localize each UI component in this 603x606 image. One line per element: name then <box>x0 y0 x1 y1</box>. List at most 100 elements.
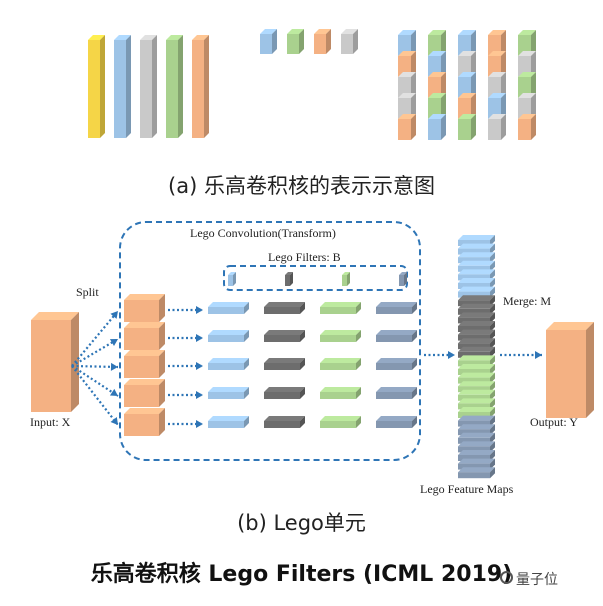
lego-filter-b-1 <box>228 272 236 286</box>
feature-map-4-4-side <box>490 441 495 453</box>
feature-map-3-7-top <box>458 407 495 412</box>
assembled-filter-5-1-top <box>518 30 536 35</box>
input-block <box>31 312 79 412</box>
assembled-filter-3-4 <box>458 93 476 119</box>
feature-map-3-6 <box>458 398 495 410</box>
assembled-filter-2-3-side <box>441 72 446 98</box>
split-arrow-4 <box>71 365 119 397</box>
assembled-filter-4-3-top <box>488 72 506 77</box>
feature-map-3-5 <box>458 389 495 401</box>
assembled-filter-3-2-top <box>458 51 476 56</box>
conv-slab-3-2 <box>264 358 305 370</box>
feature-map-3-2-front <box>458 369 490 375</box>
conv-slab-1-4-front <box>376 307 412 314</box>
transform-arrow-2-head <box>196 334 203 342</box>
tall-filter-5-front <box>192 40 204 138</box>
split-piece-3 <box>124 350 165 378</box>
assembled-filter-2-3-front <box>428 77 441 98</box>
lego-filter-b-2-front <box>285 275 290 286</box>
feature-map-4-3-side <box>490 432 495 444</box>
lego-piece-4-side <box>353 29 358 54</box>
lego-filters-box <box>223 265 408 291</box>
conv-slab-1-4 <box>376 302 417 314</box>
assembled-filter-5-2-side <box>531 51 536 77</box>
assembled-filter-1-2-top <box>398 51 416 56</box>
merge-out-arrow <box>500 351 542 359</box>
split-arrow-3-line <box>71 364 119 369</box>
assembled-filter-2-1-front <box>428 35 441 56</box>
feature-map-2-6-top <box>458 338 495 344</box>
feature-map-1-2-front <box>458 248 490 255</box>
tall-filter-3 <box>140 35 157 138</box>
feature-map-1-3-front <box>458 257 490 264</box>
assembled-filter-4-1-front <box>488 35 501 56</box>
conv-slab-3-2-front <box>264 363 300 370</box>
assembled-filter-3-1-front <box>458 35 471 56</box>
feature-map-1-6 <box>458 278 495 289</box>
feature-map-2-3-front <box>458 317 490 324</box>
output-label: Output: Y <box>530 415 578 429</box>
assembled-filter-5-2-top <box>518 51 536 56</box>
conv-slab-2-1 <box>208 330 249 342</box>
feature-map-3-2-top <box>458 364 495 369</box>
assembled-filter-4-3 <box>488 72 506 98</box>
feature-map-4-2 <box>458 424 495 436</box>
output-block-front <box>546 330 586 418</box>
conv-slab-5-3 <box>320 416 361 428</box>
panel-a-filter-representation <box>88 29 536 140</box>
feature-map-4-1 <box>458 415 495 427</box>
feature-map-1-6-side <box>490 278 495 289</box>
conv-slab-1-3-side <box>356 302 361 314</box>
assembled-filter-1-2-side <box>411 51 416 77</box>
feature-map-2-7 <box>458 346 495 358</box>
feature-map-4-5-front <box>458 455 490 461</box>
assembled-filter-2-2-side <box>441 51 446 77</box>
assembled-filter-1-3-front <box>398 77 411 98</box>
assembled-filter-1-4-side <box>411 93 416 119</box>
lego-filter-b-3-front <box>342 275 347 286</box>
lego-filter-b-2-side <box>290 272 293 286</box>
feature-map-1-6-top <box>458 278 495 283</box>
assembled-filter-1-3-side <box>411 72 416 98</box>
tall-filter-4 <box>166 35 183 138</box>
assembled-filter-2-2-top <box>428 51 446 56</box>
lego-piece-1-top <box>260 29 277 34</box>
conv-slab-3-3-top <box>320 358 361 363</box>
input-block-front <box>31 320 71 412</box>
conv-slab-5-3-top <box>320 416 361 421</box>
feature-map-1-2-top <box>458 243 495 249</box>
lego-filters-label: Lego Filters: B <box>268 250 341 264</box>
assembled-filter-3-5-side <box>471 114 476 140</box>
feature-map-1-2-side <box>490 243 495 255</box>
conv-slab-2-4-top <box>376 330 417 335</box>
feature-map-3-5-top <box>458 389 495 395</box>
tall-filter-3-front <box>140 40 152 138</box>
conv-slab-3-1-top <box>208 358 249 363</box>
watermark-logo-icon <box>500 571 513 584</box>
caption-a: (a) 乐高卷积核的表示示意图 <box>168 174 435 198</box>
feature-map-2-3-side <box>490 312 495 324</box>
feature-map-3-5-front <box>458 394 490 401</box>
split-piece-1-side <box>159 294 165 322</box>
conv-slab-1-4-top <box>376 302 417 307</box>
assembled-filter-2-5-top <box>428 114 446 119</box>
assembled-filter-2-4-side <box>441 93 446 119</box>
conv-slab-1-1-side <box>244 302 249 314</box>
tall-filter-1 <box>88 35 105 138</box>
feature-map-3-4-top <box>458 381 495 387</box>
conv-slab-2-3 <box>320 330 361 342</box>
lego-piece-1-side <box>272 29 277 54</box>
conv-slab-4-3-top <box>320 387 361 392</box>
assembled-filter-4-4 <box>488 93 506 119</box>
transform-arrow-4-head <box>196 391 203 399</box>
tall-filter-5-top <box>192 35 209 40</box>
merge-in-arrow <box>424 351 455 359</box>
assembled-filter-2-1-side <box>441 30 446 56</box>
feature-map-3-1-top <box>458 355 495 361</box>
feature-map-3-6-top <box>458 398 495 404</box>
feature-map-2-1-side <box>490 295 495 307</box>
assembled-filter-4-5 <box>488 114 506 140</box>
watermark: 量子位 <box>516 572 558 588</box>
feature-map-4-2-front <box>458 429 490 436</box>
output-block <box>546 322 594 418</box>
